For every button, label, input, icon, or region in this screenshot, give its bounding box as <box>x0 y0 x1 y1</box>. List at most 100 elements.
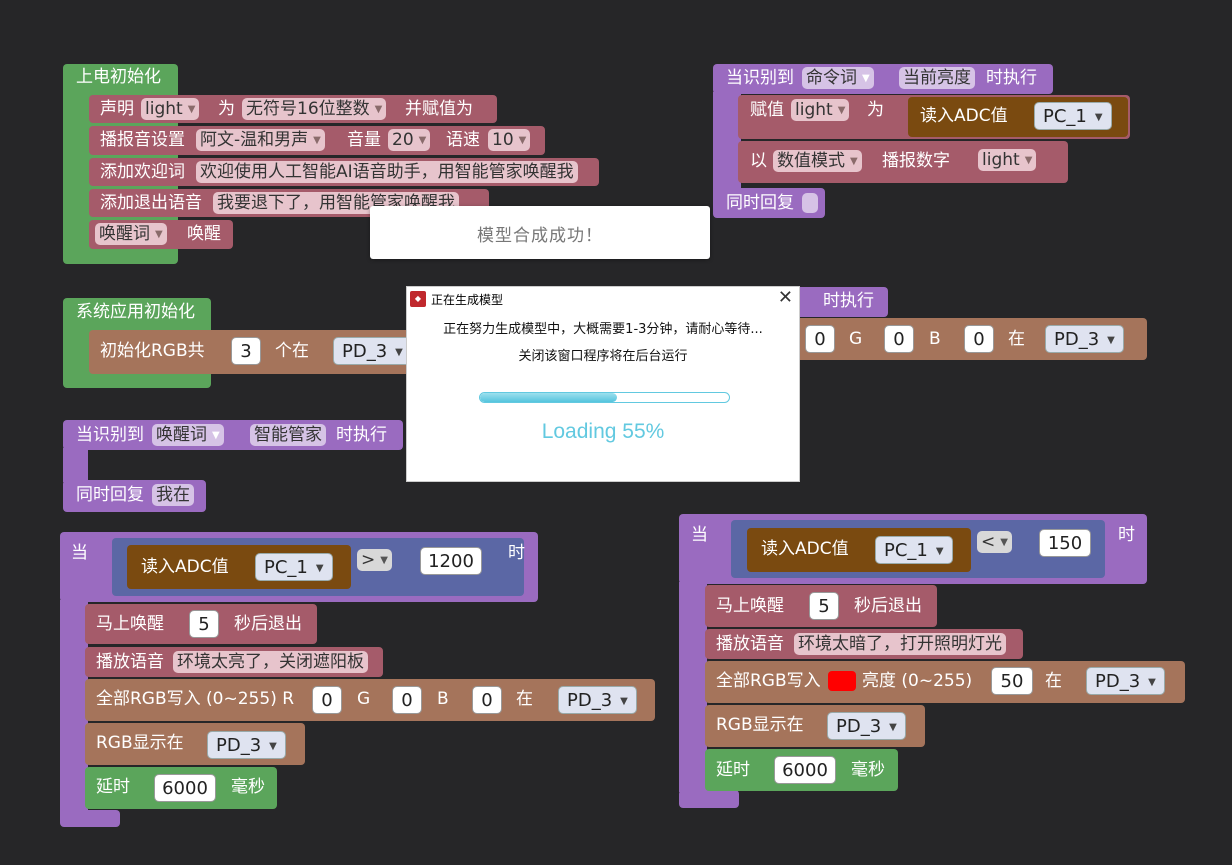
seconds-input[interactable]: 5 <box>809 592 839 620</box>
on-recognize-label: 当识别到 <box>726 68 794 88</box>
progress-fill <box>480 393 617 402</box>
adc-label: 读入ADC值 <box>141 557 229 577</box>
show-pin-select[interactable]: PD_3▼ <box>207 731 286 759</box>
g-label: G <box>357 689 371 709</box>
as-label: 为 <box>218 99 235 119</box>
block-title: 系统应用初始化 <box>76 302 195 322</box>
delay-label: 延时 <box>96 777 130 797</box>
wake-word-dropdown[interactable]: 唤醒词▼ <box>95 223 167 245</box>
wake-now-label: 马上唤醒 <box>716 596 784 616</box>
r-input[interactable]: 0 <box>805 325 835 353</box>
threshold-input[interactable]: 1200 <box>420 547 482 575</box>
dialog-title: 正在生成模型 <box>431 293 504 307</box>
volume-dropdown[interactable]: 20▼ <box>388 129 431 151</box>
mode-dropdown[interactable]: 数值模式▼ <box>773 150 862 172</box>
pin-select[interactable]: PD_3▼ <box>1045 325 1124 353</box>
delay-label: 延时 <box>716 760 750 780</box>
brightness-label: 亮度 (0~255) <box>862 671 973 691</box>
g-label: G <box>849 329 863 349</box>
delay-input[interactable]: 6000 <box>774 756 836 784</box>
play-text-field[interactable]: 环境太暗了，打开照明灯光 <box>794 633 1006 655</box>
g-input[interactable]: 0 <box>392 686 422 714</box>
on-recognize-label: 当识别到 <box>76 425 144 445</box>
speak-number-label: 播报数字 <box>882 151 950 171</box>
seconds-after-label: 秒后退出 <box>234 614 302 634</box>
exit-label: 添加退出语音 <box>100 193 202 213</box>
speed-dropdown[interactable]: 10▼ <box>488 129 531 151</box>
rgb-count-input[interactable]: 3 <box>231 337 261 365</box>
operator-dropdown[interactable]: <▼ <box>977 531 1012 553</box>
brightness-input[interactable]: 50 <box>991 667 1033 695</box>
adc-label: 读入ADC值 <box>920 106 1008 126</box>
var-dropdown[interactable]: light▼ <box>791 99 850 121</box>
play-label: 播放语音 <box>716 634 784 654</box>
voice-dropdown[interactable]: 阿文-温和男声▼ <box>196 129 325 151</box>
word-field[interactable]: 当前亮度 <box>899 67 975 89</box>
play-label: 播放语音 <box>96 652 164 672</box>
wake-label: 唤醒 <box>187 224 221 244</box>
ms-label: 毫秒 <box>231 777 265 797</box>
success-toast: 模型合成成功！ <box>370 206 710 259</box>
ms-label: 毫秒 <box>851 760 885 780</box>
word-field[interactable]: 智能管家 <box>250 424 326 446</box>
rgb-show-label: RGB显示在 <box>96 733 184 753</box>
pin-select[interactable]: PD_3▼ <box>1086 667 1165 695</box>
then-label: 时 <box>1118 525 1135 545</box>
kind-dropdown[interactable]: 命令词▼ <box>802 67 874 89</box>
block-title: 上电初始化 <box>76 67 161 87</box>
adc-pin-select[interactable]: PC_1▼ <box>1034 102 1112 130</box>
wake-now-label: 马上唤醒 <box>96 614 164 634</box>
at-label: 在 <box>1045 671 1062 691</box>
app-logo-icon: ◆ <box>410 291 426 307</box>
seconds-input[interactable]: 5 <box>189 610 219 638</box>
exec-label: 时执行 <box>336 425 387 445</box>
assign-label: 并赋值为 <box>405 99 473 119</box>
reply-field[interactable] <box>802 193 818 213</box>
volume-label: 音量 <box>347 130 381 150</box>
welcome-label: 添加欢迎词 <box>100 162 185 182</box>
var2-dropdown[interactable]: light▼ <box>978 149 1037 171</box>
loading-text: Loading 55% <box>541 420 665 443</box>
welcome-text-field[interactable]: 欢迎使用人工智能AI语音助手，用智能管家唤醒我 <box>196 161 578 183</box>
speed-label: 语速 <box>446 130 480 150</box>
exec-label: 时执行 <box>823 291 874 311</box>
voice-set-label: 播报音设置 <box>100 130 185 150</box>
progress-dialog: ◆ 正在生成模型 ✕ 正在努力生成模型中，大概需要1-3分钟，请耐心等待... … <box>406 286 800 482</box>
g-input[interactable]: 0 <box>884 325 914 353</box>
rgb-write-label: 全部RGB写入 (0~255) R <box>96 689 295 709</box>
b-label: B <box>929 329 941 349</box>
var-dropdown[interactable]: light▼ <box>141 98 200 120</box>
type-dropdown[interactable]: 无符号16位整数▼ <box>242 98 387 120</box>
rgb-init-label: 初始化RGB共 <box>100 341 205 361</box>
adc-pin-select[interactable]: PC_1▼ <box>875 536 953 564</box>
close-icon[interactable]: ✕ <box>777 287 793 308</box>
speak-label: 以 <box>750 151 767 171</box>
dialog-note: 关闭该窗口程序将在后台运行 <box>518 349 688 364</box>
reply-field[interactable]: 我在 <box>152 484 194 506</box>
at-label: 在 <box>516 689 533 709</box>
show-pin-select[interactable]: PD_3▼ <box>827 712 906 740</box>
as-label: 为 <box>867 100 884 120</box>
rgb-show-label: RGB显示在 <box>716 715 804 735</box>
threshold-input[interactable]: 150 <box>1039 529 1091 557</box>
then-label: 时 <box>508 543 525 563</box>
operator-dropdown[interactable]: >▼ <box>357 549 392 571</box>
pin-select[interactable]: PD_3▼ <box>558 686 637 714</box>
adc-pin-select[interactable]: PC_1▼ <box>255 553 333 581</box>
pin-select[interactable]: PD_3▼ <box>333 337 412 365</box>
when-label: 当 <box>71 543 88 563</box>
color-swatch[interactable] <box>828 671 856 691</box>
r-input[interactable]: 0 <box>312 686 342 714</box>
b-input[interactable]: 0 <box>964 325 994 353</box>
seconds-after-label: 秒后退出 <box>854 596 922 616</box>
delay-input[interactable]: 6000 <box>154 774 216 802</box>
play-text-field[interactable]: 环境太亮了，关闭遮阳板 <box>173 651 368 673</box>
b-input[interactable]: 0 <box>472 686 502 714</box>
progress-bar <box>479 392 730 403</box>
rgb-write-label: 全部RGB写入 <box>716 671 821 691</box>
at-label: 个在 <box>275 341 309 361</box>
at-label: 在 <box>1008 329 1025 349</box>
toast-text: 模型合成成功！ <box>477 226 603 246</box>
declare-label: 声明 <box>100 99 134 119</box>
kind-dropdown[interactable]: 唤醒词▼ <box>152 424 224 446</box>
